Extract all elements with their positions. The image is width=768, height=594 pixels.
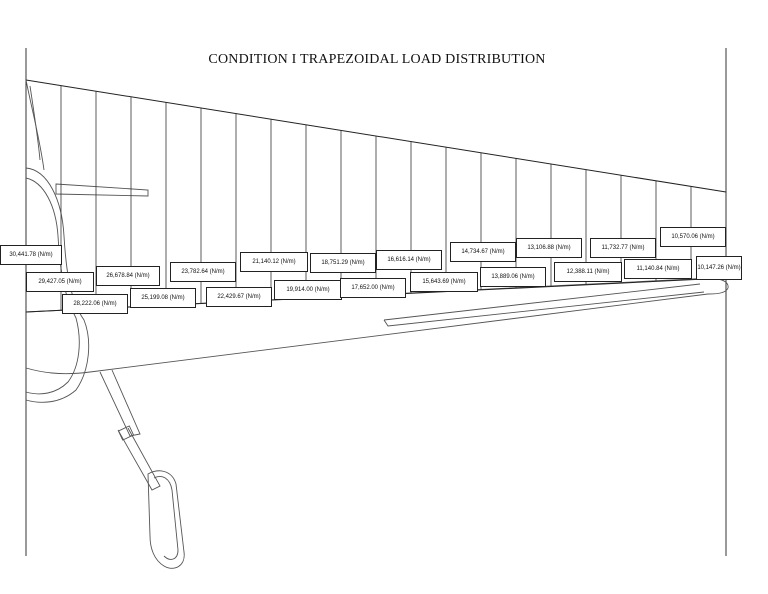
load-label: 15,643.69 (N/m) [410,272,478,292]
load-label: 16,616.14 (N/m) [376,250,442,270]
load-label: 25,199.08 (N/m) [130,288,196,308]
diagram-title: CONDITION I TRAPEZOIDAL LOAD DISTRIBUTIO… [208,52,546,67]
load-label: 23,782.64 (N/m) [170,262,236,282]
load-label: 21,140.12 (N/m) [240,252,308,272]
load-label: 19,914.00 (N/m) [274,280,342,300]
load-label: 17,652.00 (N/m) [340,278,406,298]
load-label: 11,140.84 (N/m) [624,259,692,279]
load-label: 10,147.26 (N/m) [696,256,742,280]
load-label: 26,678.84 (N/m) [96,266,160,286]
load-label: 10,570.06 (N/m) [660,227,726,247]
load-label: 13,106.88 (N/m) [516,238,582,258]
load-label: 28,222.06 (N/m) [62,294,128,314]
load-label: 22,429.67 (N/m) [206,287,272,307]
load-label: 29,427.05 (N/m) [26,272,94,292]
load-label: 11,732.77 (N/m) [590,238,656,258]
load-label: 12,388.11 (N/m) [554,262,622,282]
load-label: 13,889.06 (N/m) [480,267,546,287]
load-label: 14,734.67 (N/m) [450,242,516,262]
load-label: 30,441.78 (N/m) [0,245,62,265]
load-label: 18,751.29 (N/m) [310,253,376,273]
aircraft-outline [25,79,729,569]
